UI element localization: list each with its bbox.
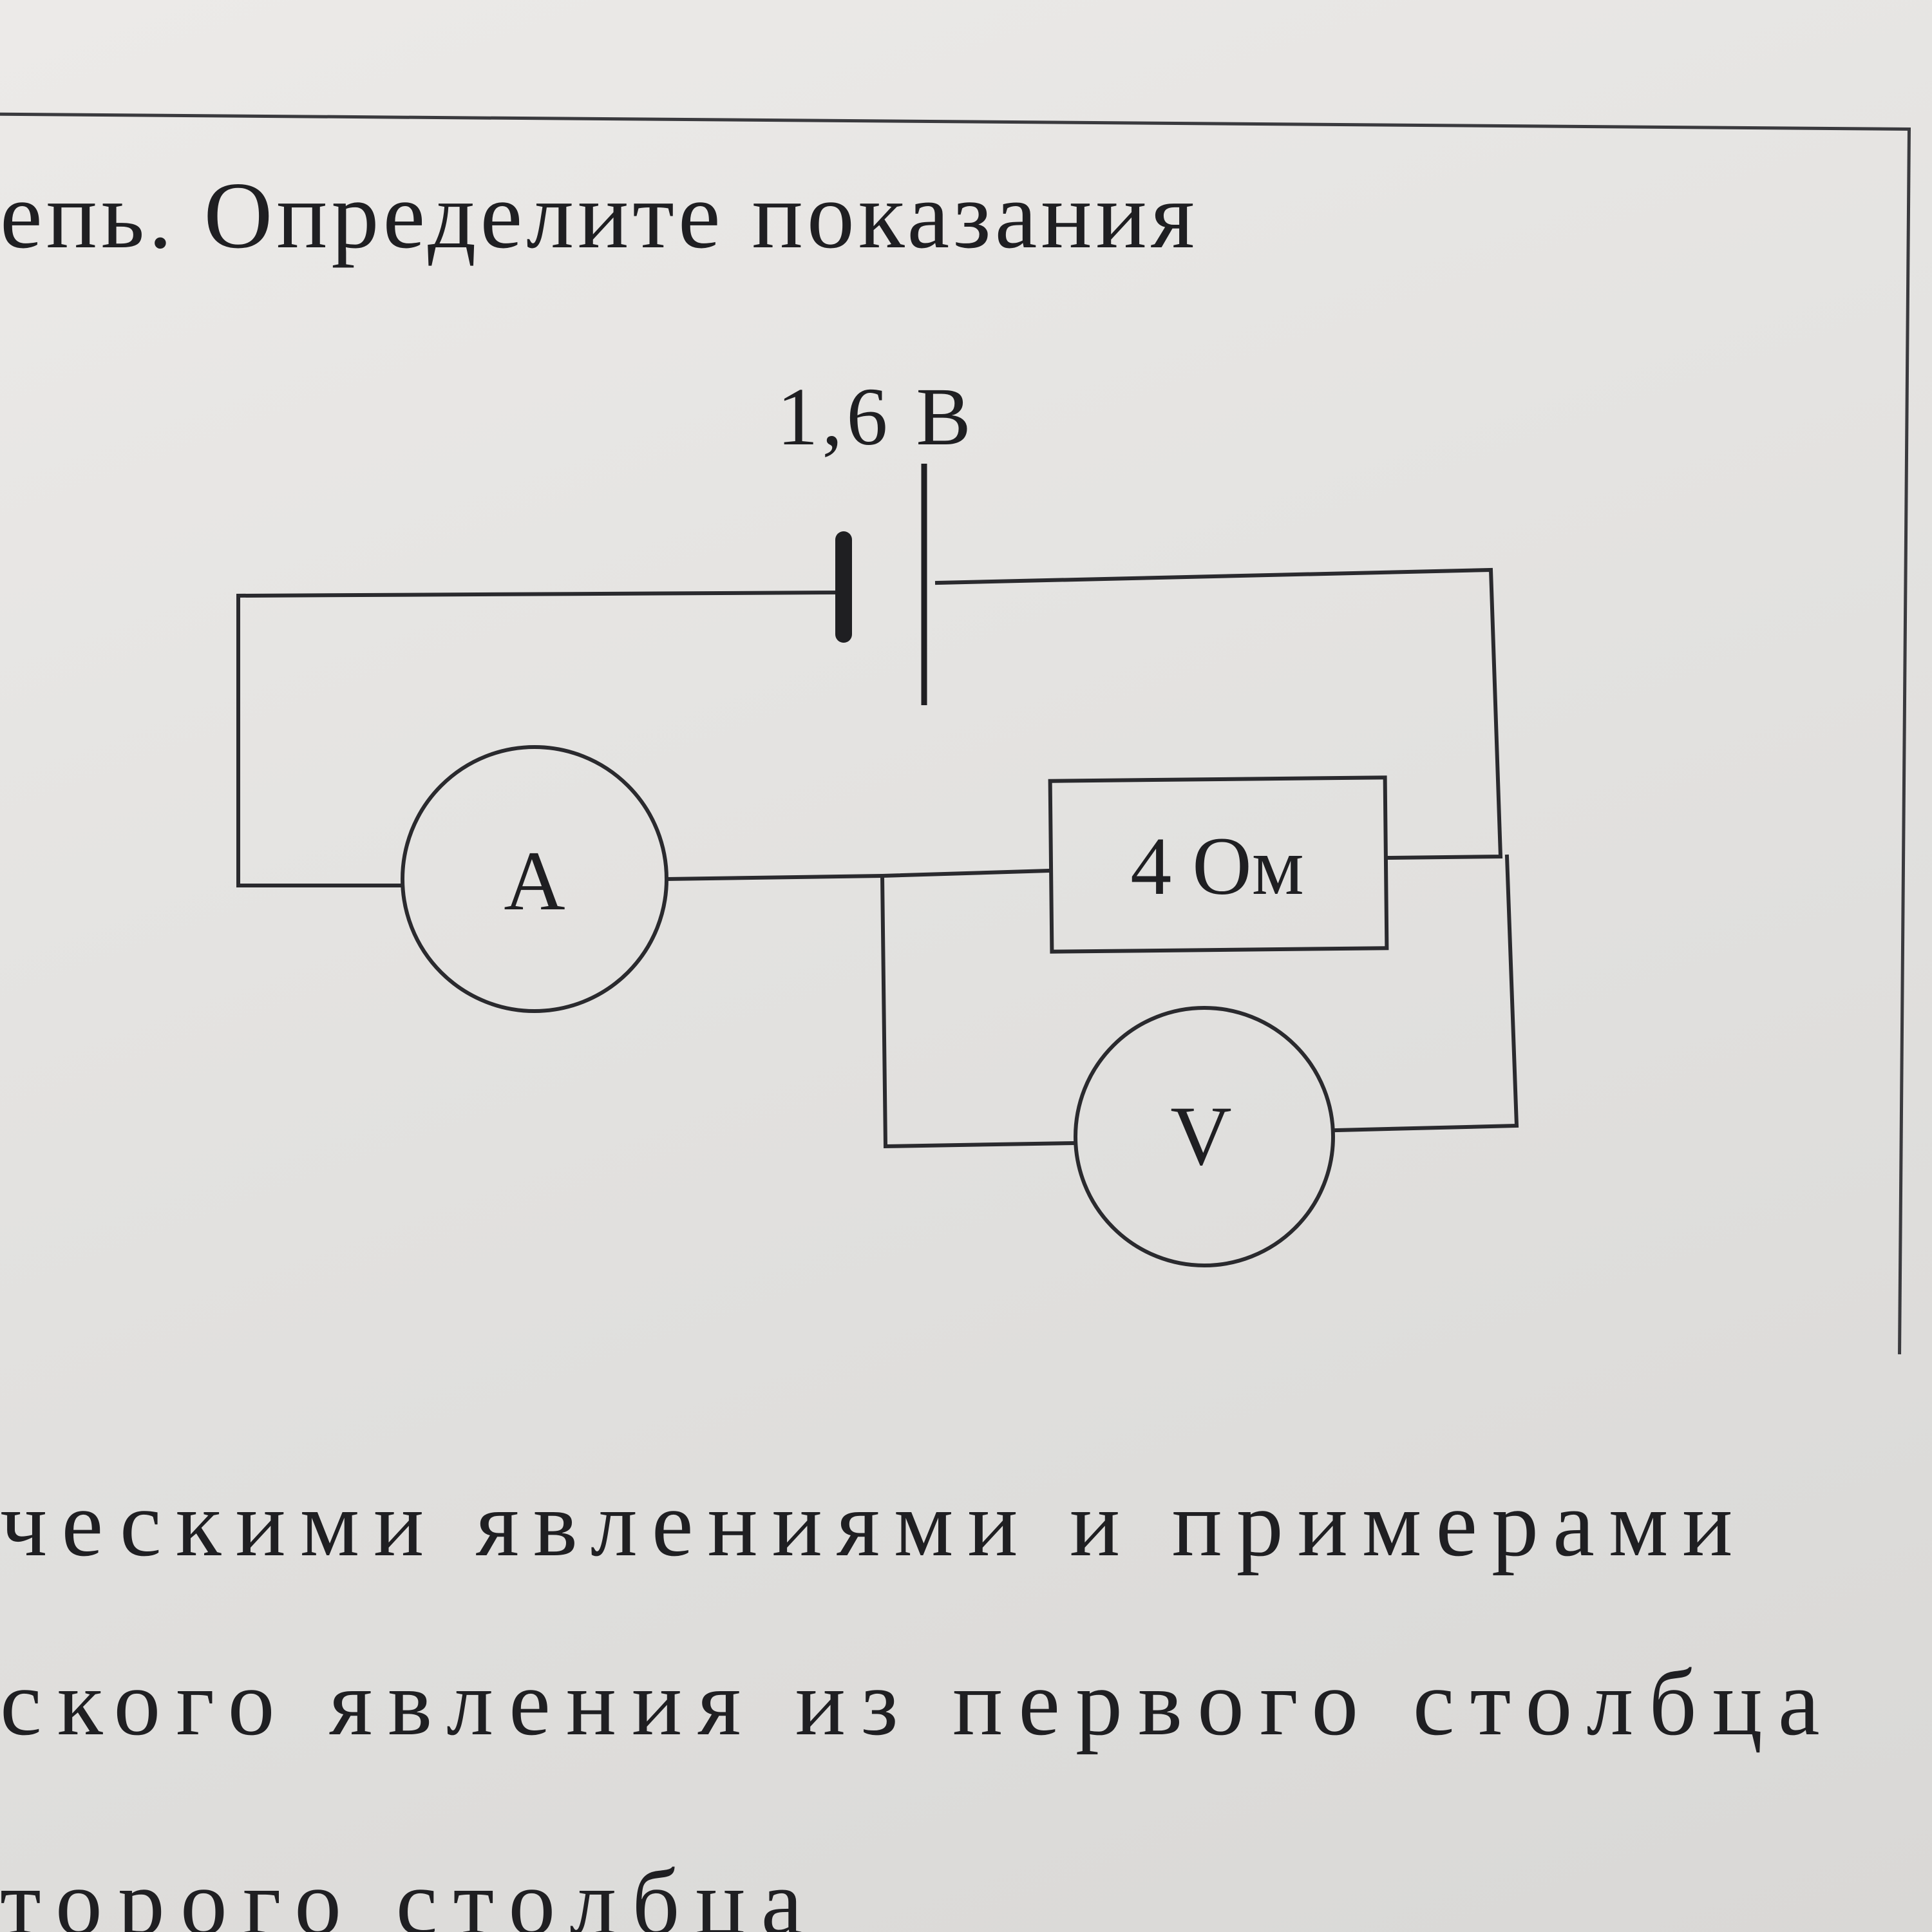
voltmeter — [1074, 1006, 1335, 1267]
wire-voltmeter-left — [880, 873, 1075, 1149]
battery-label: 1,6 В — [777, 371, 974, 462]
wire-ammeter-junction — [664, 868, 1052, 882]
voltmeter-label: V — [1170, 1088, 1231, 1183]
task-text-top: епь. Определите показания — [0, 163, 1198, 269]
ammeter-label: A — [504, 833, 565, 928]
resistor-label: 4 Ом — [1130, 820, 1303, 912]
task-text-bottom-1: ческими явлениями и примерами — [0, 1472, 1747, 1576]
wire-voltmeter-right — [1334, 854, 1519, 1133]
wire-top-right — [934, 567, 1503, 860]
wire-top-left — [236, 590, 843, 887]
task-text-bottom-2: ского явления из первого столбца — [0, 1651, 1835, 1755]
resistor — [1048, 775, 1389, 954]
task-text-bottom-3: торого столбца — [0, 1850, 819, 1932]
